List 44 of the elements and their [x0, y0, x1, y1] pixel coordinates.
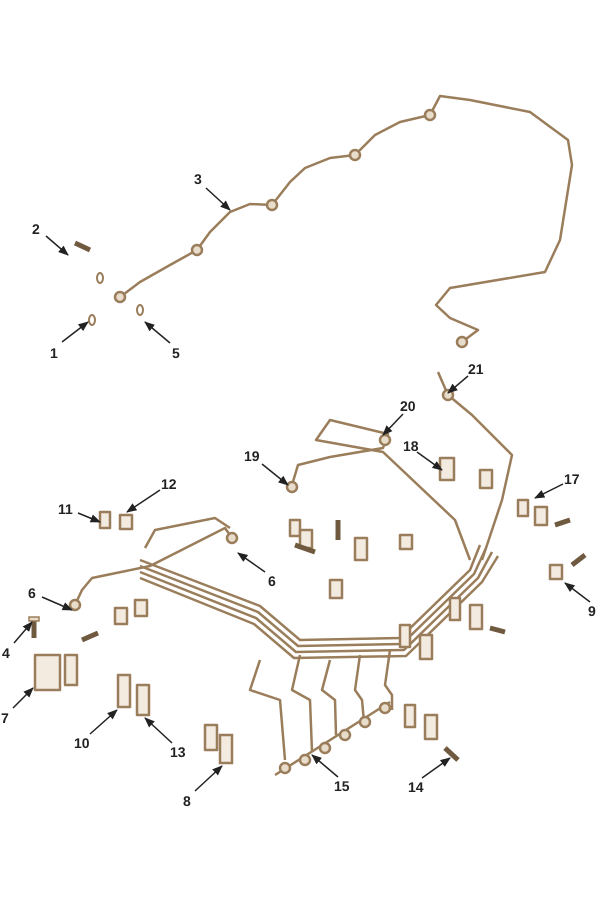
callout-number: 7	[1, 710, 9, 726]
callout-number: 17	[564, 471, 580, 487]
callout-number: 13	[170, 744, 186, 760]
callout-number: 2	[32, 221, 40, 237]
leader-line	[447, 375, 468, 394]
callout-number: 11	[58, 501, 73, 517]
leader-line	[206, 187, 231, 211]
leader-line	[382, 413, 404, 436]
leader-line	[78, 512, 101, 523]
callout-number: 4	[2, 645, 10, 661]
bracket-plate	[218, 734, 234, 764]
leader-line	[194, 765, 223, 792]
callout-number: 21	[468, 361, 484, 377]
leader-line	[564, 582, 590, 603]
leader-line	[311, 754, 338, 778]
leader-line	[13, 621, 33, 644]
leader-line	[262, 463, 289, 486]
leader-line	[416, 451, 443, 471]
callout-number: 10	[74, 735, 90, 751]
callout-number: 14	[408, 779, 424, 795]
callout-number: 15	[334, 778, 350, 794]
callout-number: 6	[28, 585, 36, 601]
callout-number: 8	[183, 793, 191, 809]
callout-number: 6	[268, 573, 276, 589]
callout-number: 9	[588, 603, 596, 619]
leader-line	[144, 717, 172, 744]
leader-line	[42, 596, 73, 611]
leader-line	[62, 321, 89, 343]
callout-number: 12	[161, 476, 177, 492]
leader-line	[144, 321, 170, 344]
bolt-drawing	[28, 616, 40, 638]
leader-line	[90, 709, 118, 735]
callout-number: 20	[400, 398, 416, 414]
callout-number: 5	[172, 345, 180, 361]
callout-number: 1	[50, 345, 58, 361]
leader-line	[534, 483, 564, 499]
leader-line	[12, 687, 34, 709]
leader-line	[422, 757, 451, 779]
callout-number: 18	[403, 438, 419, 454]
leader-line	[237, 552, 266, 573]
callout-number: 19	[244, 448, 260, 464]
callout-number: 3	[194, 171, 202, 187]
leader-line	[46, 235, 69, 256]
leader-line	[126, 489, 160, 513]
